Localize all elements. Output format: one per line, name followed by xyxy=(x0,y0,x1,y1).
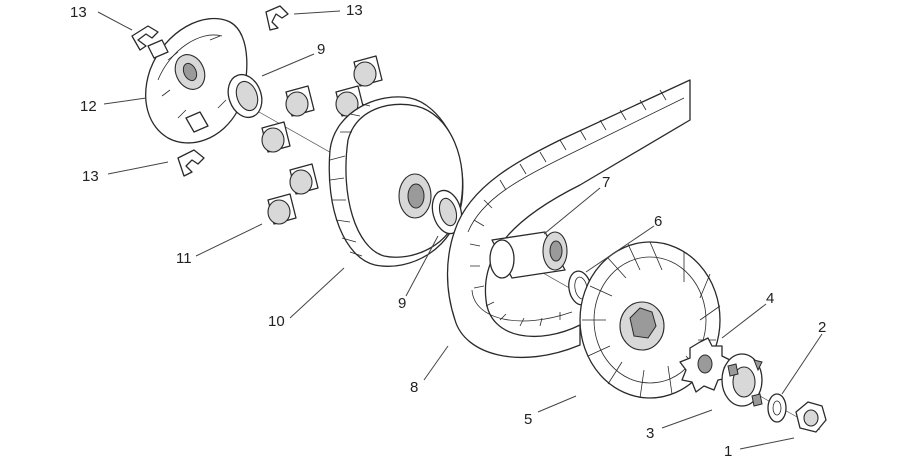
callout-12: 12 xyxy=(80,98,97,115)
hex-nut xyxy=(795,401,827,433)
callout-13-bottom: 13 xyxy=(82,168,99,185)
slider-piece-top-right xyxy=(265,5,289,31)
leader-11 xyxy=(195,223,263,257)
callout-9-upper: 9 xyxy=(317,41,325,58)
callout-7: 7 xyxy=(602,174,610,191)
callout-4: 4 xyxy=(766,290,774,307)
sleeve-bushing xyxy=(489,231,568,279)
fan-pulley xyxy=(579,241,721,399)
callout-2: 2 xyxy=(818,319,826,336)
leader-10 xyxy=(289,267,345,319)
leader-2 xyxy=(781,333,823,395)
roller-5 xyxy=(289,163,319,195)
callout-3: 3 xyxy=(646,425,654,442)
leader-7 xyxy=(543,187,601,235)
leader-9a xyxy=(261,53,315,77)
ramp-plate xyxy=(145,17,248,144)
callout-1: 1 xyxy=(724,443,732,459)
leader-6 xyxy=(585,225,655,273)
drive-belt xyxy=(446,79,691,358)
leader-13b xyxy=(293,10,341,15)
callout-labels: 13 13 13 12 9 11 10 9 8 7 6 5 4 3 2 1 xyxy=(70,2,826,459)
roller-6 xyxy=(267,193,297,225)
washer-small xyxy=(767,393,787,423)
callout-10: 10 xyxy=(268,313,285,330)
callout-9-lower: 9 xyxy=(398,295,406,312)
seal-ring-lower xyxy=(431,189,463,235)
leader-9b xyxy=(405,235,439,297)
leader-5 xyxy=(537,395,577,413)
leader-3 xyxy=(661,409,713,429)
seal-ring-upper xyxy=(227,73,263,119)
leader-12 xyxy=(103,97,147,105)
callout-11: 11 xyxy=(176,250,192,267)
callout-8: 8 xyxy=(410,379,418,396)
callout-5: 5 xyxy=(524,411,532,428)
variator-pulley-half xyxy=(328,96,464,267)
castellated-hub xyxy=(721,353,763,407)
roller-4 xyxy=(261,121,291,153)
leader-13a xyxy=(97,11,133,31)
roller-1 xyxy=(353,55,383,87)
leader-4 xyxy=(721,303,767,339)
slider-piece-top-left xyxy=(131,25,159,51)
leader-lines xyxy=(97,10,823,450)
callout-13-top-left: 13 xyxy=(70,4,87,21)
leader-13c xyxy=(107,161,169,175)
callout-6: 6 xyxy=(654,213,662,230)
star-gear xyxy=(679,337,731,393)
leader-1 xyxy=(739,437,795,450)
callout-13-top-right: 13 xyxy=(346,2,363,19)
roller-3 xyxy=(285,85,315,117)
leader-8 xyxy=(423,345,449,381)
slider-piece-bottom xyxy=(177,149,205,177)
